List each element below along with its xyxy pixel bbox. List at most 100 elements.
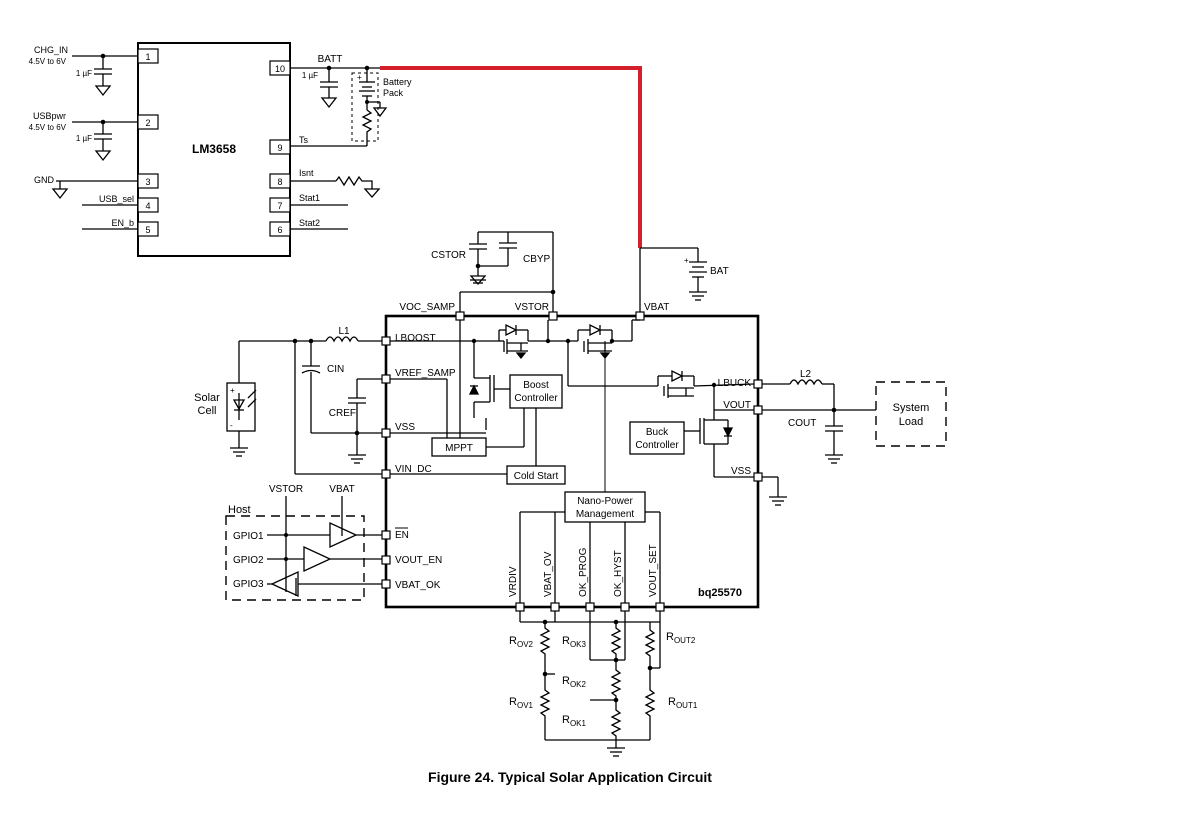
ts-label: Ts [299, 135, 309, 145]
solar-label-1: Solar [194, 392, 220, 404]
lm3658-pin-7-num: 7 [277, 201, 282, 211]
gpio2-label: GPIO2 [233, 555, 264, 566]
bq25570-chip: bq25570 VOC_SAMP VSTOR VBAT LBOOST VREF_… [381, 302, 763, 612]
solar-cell [226, 382, 256, 432]
stat2-label: Stat2 [299, 218, 320, 228]
gpio3-label: GPIO3 [233, 579, 264, 590]
cstor-label: CSTOR [431, 250, 466, 261]
lm3658-pin-3-num: 3 [145, 177, 150, 187]
svg-text:+: + [684, 256, 689, 265]
svg-text:Nano-Power: Nano-Power [577, 496, 633, 507]
svg-text:Boost: Boost [523, 380, 549, 391]
nano-power-management-block [564, 491, 646, 523]
lm3658-pin-5-num: 5 [145, 225, 150, 235]
svg-text:ROV1: ROV1 [509, 696, 534, 710]
lm3658-pin-1-num: 1 [145, 52, 150, 62]
ok-hyst-label: OK_HYST [613, 550, 624, 597]
r-out2-label: R [666, 631, 674, 643]
lm3658-body [137, 42, 291, 257]
svg-text:+: + [230, 386, 235, 395]
svg-text:MPPT: MPPT [445, 443, 473, 454]
r-ov1-sub: OV1 [517, 701, 534, 710]
vbat-ov-label: VBAT_OV [543, 551, 554, 597]
cin-label: CIN [327, 364, 344, 375]
vss-right-label: VSS [731, 466, 751, 477]
gpio1-label: GPIO1 [233, 531, 264, 542]
vrdiv-label: VRDIV [508, 566, 519, 597]
cout-label: COUT [788, 418, 816, 429]
svg-text:Buck: Buck [646, 427, 669, 438]
host-title: Host [228, 504, 251, 516]
r-ok3-sub: OK3 [570, 640, 587, 649]
buck-controller-block [629, 421, 685, 455]
svg-text:ROK2: ROK2 [562, 675, 587, 689]
svg-text:ROUT2: ROUT2 [666, 631, 696, 645]
lbuck-label: LBUCK [718, 378, 752, 389]
battery-pack-label-1: Battery [383, 77, 412, 87]
solar-label-2: Cell [198, 405, 217, 417]
svg-text:Controller: Controller [635, 440, 679, 451]
svg-text:ROV2: ROV2 [509, 635, 534, 649]
lm3658-pin-9-num: 9 [277, 143, 282, 153]
l2-label: L2 [800, 369, 812, 380]
bat-label: BAT [710, 266, 729, 277]
battery-pack-label-2: Pack [383, 88, 404, 98]
l1-label: L1 [338, 326, 350, 337]
svg-text:Management: Management [576, 509, 635, 520]
svg-text:Controller: Controller [514, 393, 558, 404]
resistor-network: ROV2 ROK3 ROUT2 ROK2 ROV1 ROUT1 ROK1 [509, 611, 698, 757]
cref-label: CREF [329, 408, 356, 419]
r-out1-label: R [668, 696, 676, 708]
vout-set-label: VOUT_SET [648, 544, 659, 597]
chg-in-range: 4.5V to 6V [29, 57, 67, 66]
load-label-1: System [893, 402, 930, 414]
lm3658-name: LM3658 [192, 142, 236, 156]
lm3658-pin-8-num: 8 [277, 177, 282, 187]
host-vstor: VSTOR [269, 484, 303, 495]
svg-text:+: + [357, 73, 362, 82]
r-ov2-sub: OV2 [517, 640, 534, 649]
batt-label: BATT [318, 54, 343, 65]
storage-network: CSTOR CBYP + BAT [431, 231, 729, 316]
svg-text:Cold Start: Cold Start [514, 471, 559, 482]
lm3658-pin-10-num: 10 [275, 64, 285, 74]
r-ov2-label: R [509, 635, 517, 647]
vout-en-label: VOUT_EN [395, 555, 442, 566]
load-label-2: Load [899, 416, 923, 428]
cap-1uf-batt: 1 µF [302, 71, 318, 80]
isnt-label: Isnt [299, 168, 314, 178]
vin-dc-label: VIN_DC [395, 464, 432, 475]
input-network: L1 CIN CREF + - Solar Ce [194, 326, 382, 475]
host-vbat: VBAT [329, 484, 354, 495]
output-network: L2 COUT System Load [762, 369, 947, 506]
cap-1uf-chg: 1 µF [76, 69, 92, 78]
vstor-label: VSTOR [515, 302, 549, 313]
cap-1uf-usb: 1 µF [76, 134, 92, 143]
r-ok2-sub: OK2 [570, 680, 587, 689]
r-out2-sub: OUT2 [674, 636, 696, 645]
vref-samp-label: VREF_SAMP [395, 368, 456, 379]
vbat-ok-label: VBAT_OK [395, 580, 441, 591]
usbpwr-range: 4.5V to 6V [29, 123, 67, 132]
vss-left-label: VSS [395, 422, 415, 433]
bq25570-body [384, 314, 760, 609]
svg-text:ROK3: ROK3 [562, 635, 587, 649]
usbpwr-label: USBpwr [33, 111, 66, 121]
svg-text:-: - [230, 421, 233, 430]
r-ok1-sub: OK1 [570, 719, 587, 728]
lm3658-pin-9 [269, 139, 291, 155]
cbyp-label: CBYP [523, 254, 551, 265]
svg-text:ROK1: ROK1 [562, 714, 587, 728]
lm3658-pin-6-num: 6 [277, 225, 282, 235]
voc-samp-label: VOC_SAMP [399, 302, 455, 313]
ok-prog-label: OK_PROG [578, 547, 589, 597]
r-ok1-label: R [562, 714, 570, 726]
usb-sel-label: USB_sel [99, 194, 134, 204]
svg-text:ROUT1: ROUT1 [668, 696, 698, 710]
chg-in-label: CHG_IN [34, 45, 68, 55]
lm3658-pin-4-num: 4 [145, 201, 150, 211]
r-out1-sub: OUT1 [676, 701, 698, 710]
battery-pack-outline [351, 72, 379, 142]
vbat-label: VBAT [644, 302, 669, 313]
